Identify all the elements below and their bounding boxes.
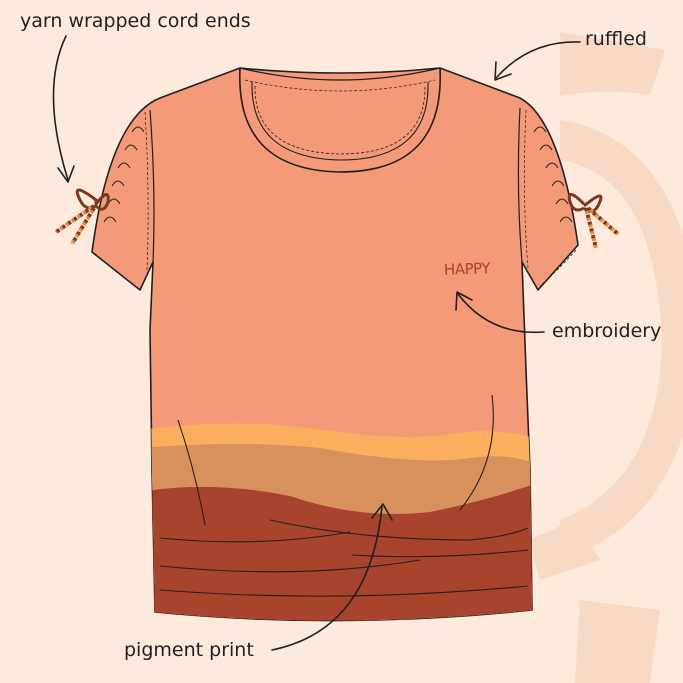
arrow-ruffled-head — [494, 61, 512, 81]
callout-pigment-print: pigment print — [124, 639, 254, 661]
arrow-yarn — [52, 35, 69, 181]
background-shape-top-right — [560, 32, 665, 96]
arrow-pigment — [271, 505, 383, 651]
left-cord-bow — [54, 188, 110, 246]
callout-yarn-wrapped-cord-ends: yarn wrapped cord ends — [20, 10, 251, 32]
arrow-pigment-head — [371, 503, 393, 521]
right-cord-bow — [567, 193, 620, 249]
band-rust — [140, 482, 540, 621]
callout-arrows — [52, 35, 581, 651]
arrow-embroidery-head — [455, 291, 473, 311]
background-shapes — [528, 32, 683, 683]
pigment-print-bands — [140, 394, 540, 621]
arrow-embroidery — [457, 293, 545, 334]
background-ring-right — [560, 120, 683, 560]
arrow-ruffled — [495, 41, 581, 79]
neckline — [239, 67, 441, 173]
arrow-yarn-head — [57, 165, 75, 183]
background-shape-mid-right — [528, 520, 600, 580]
background-shape-bottom-right — [575, 600, 660, 683]
sleeve-seams — [99, 107, 577, 291]
callout-embroidery: embroidery — [552, 320, 662, 342]
embroidery-happy-text: HAPPY — [443, 259, 491, 279]
callout-ruffled: ruffled — [585, 28, 647, 50]
